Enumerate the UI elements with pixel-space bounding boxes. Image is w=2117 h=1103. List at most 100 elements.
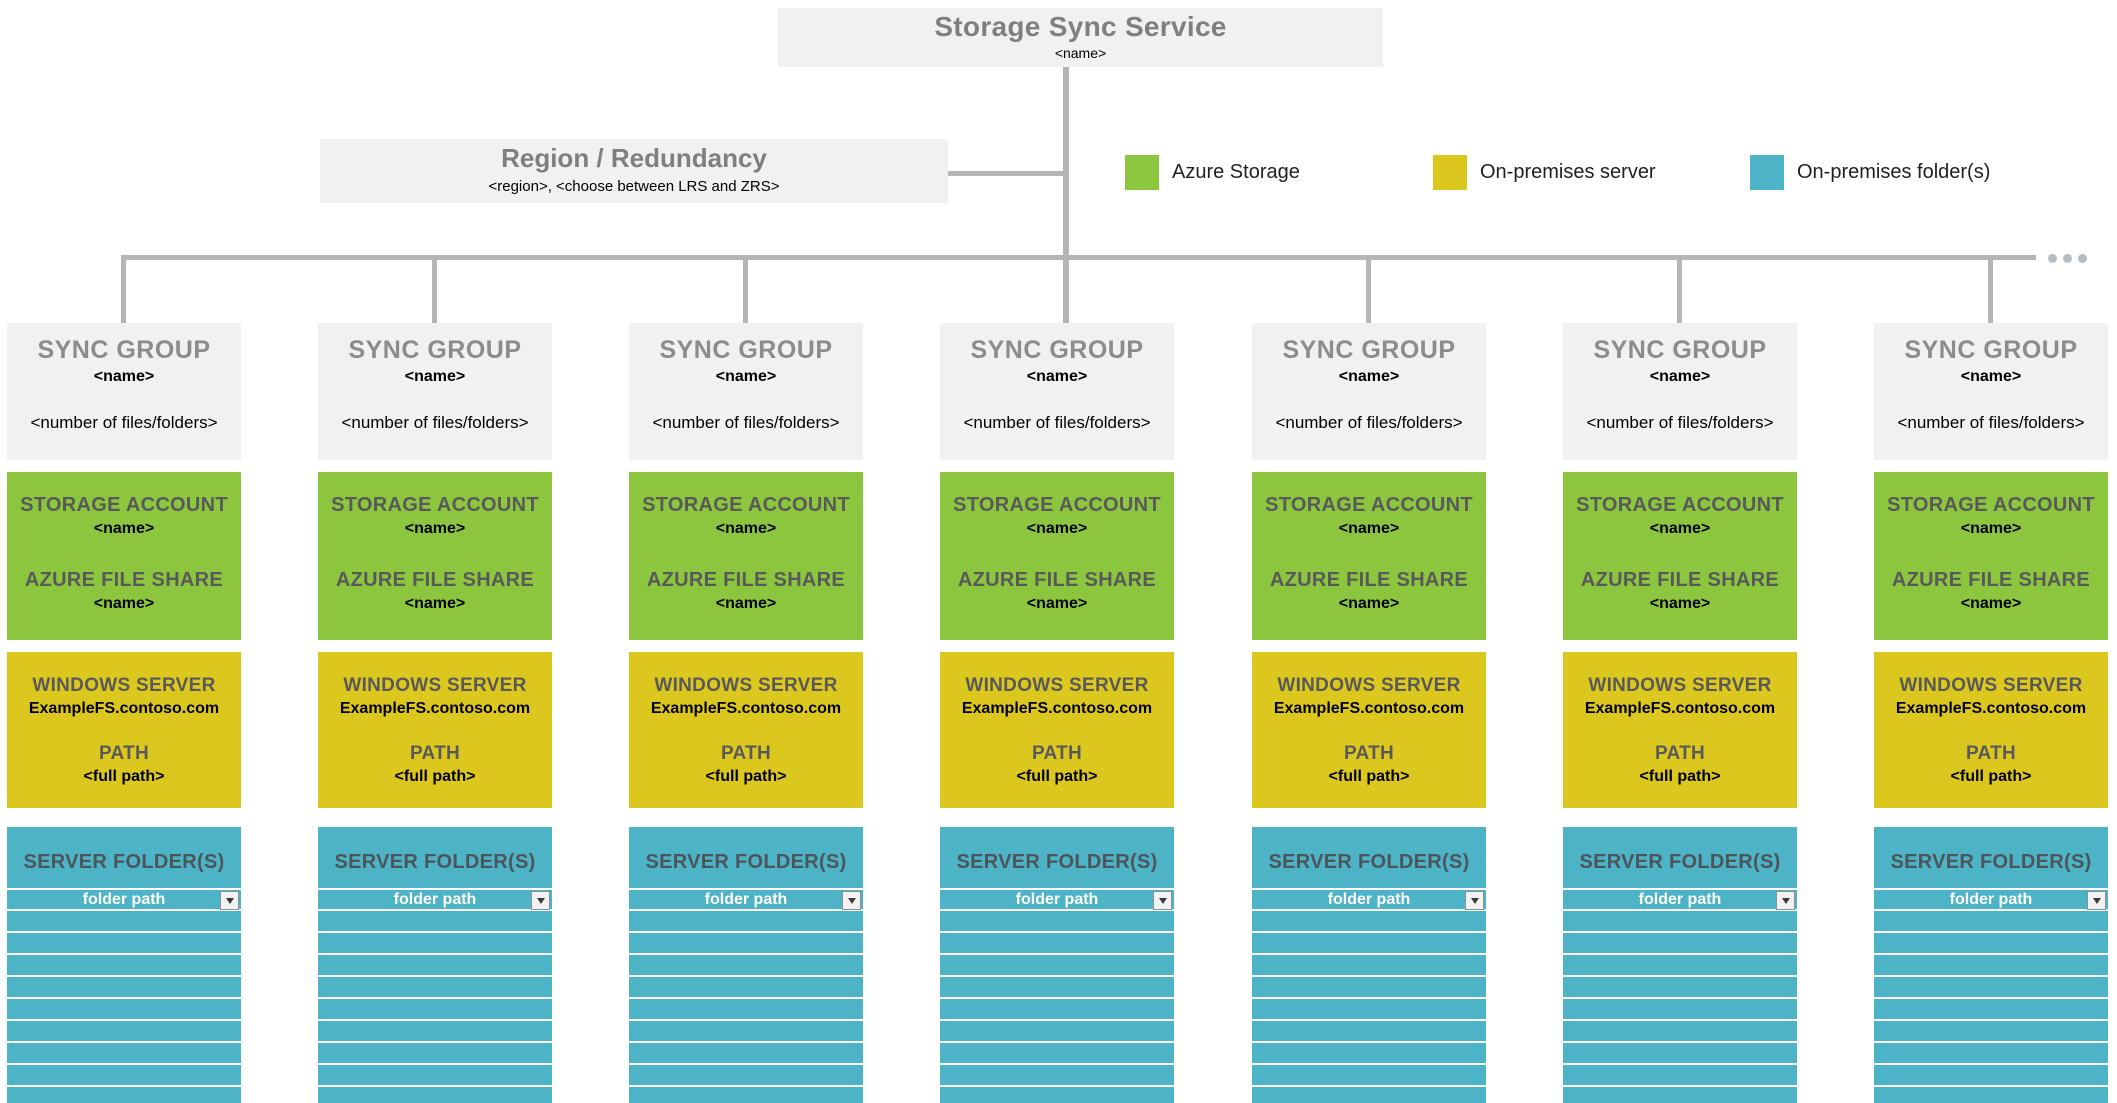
azure-storage-box: STORAGE ACCOUNT <name> AZURE FILE SHARE … xyxy=(629,472,863,640)
folder-path-header-cell[interactable]: folder path xyxy=(1252,888,1486,911)
folder-path-header-cell[interactable]: folder path xyxy=(1874,888,2108,911)
folder-row-cell[interactable] xyxy=(318,911,552,933)
folder-row-cell[interactable] xyxy=(318,955,552,977)
folder-row-cell[interactable] xyxy=(940,977,1174,999)
folder-row-cell[interactable] xyxy=(7,1021,241,1043)
folder-path-header-cell[interactable]: folder path xyxy=(1563,888,1797,911)
sync-group-name: <name> xyxy=(1026,368,1088,385)
folder-row-cell[interactable] xyxy=(318,999,552,1021)
server-folders-box: SERVER FOLDER(S) folder path xyxy=(318,827,552,1103)
folder-row-cell[interactable] xyxy=(629,1043,863,1065)
folder-row-cell[interactable] xyxy=(1252,1021,1486,1043)
folder-row-cell[interactable] xyxy=(7,911,241,933)
folder-row-cell[interactable] xyxy=(1563,911,1797,933)
folder-row-cell[interactable] xyxy=(1874,999,2108,1021)
folder-row-cell[interactable] xyxy=(629,933,863,955)
folder-row-cell[interactable] xyxy=(1563,1065,1797,1087)
folder-row-cell[interactable] xyxy=(1874,1065,2108,1087)
dropdown-arrow-icon xyxy=(225,897,234,904)
folder-row-cell[interactable] xyxy=(1874,1021,2108,1043)
folder-row-cell[interactable] xyxy=(1563,977,1797,999)
folder-path-dropdown-button[interactable] xyxy=(2087,891,2106,910)
folder-path-label: folder path xyxy=(704,890,788,908)
service-trunk-connector-line xyxy=(1063,67,1069,323)
folder-row-cell[interactable] xyxy=(940,999,1174,1021)
folder-path-label: folder path xyxy=(82,890,166,908)
folder-row-cell[interactable] xyxy=(7,1065,241,1087)
folder-row-cell[interactable] xyxy=(1563,1021,1797,1043)
storage-account-label: STORAGE ACCOUNT xyxy=(1265,494,1473,516)
folder-row-cell[interactable] xyxy=(1874,1043,2108,1065)
storage-account-label: STORAGE ACCOUNT xyxy=(1887,494,2095,516)
folder-path-dropdown-button[interactable] xyxy=(1465,891,1484,910)
folder-path-dropdown-button[interactable] xyxy=(220,891,239,910)
folder-row-cell[interactable] xyxy=(1563,955,1797,977)
folder-row-cell[interactable] xyxy=(7,955,241,977)
folder-row-cell[interactable] xyxy=(318,1065,552,1087)
folder-row-cell[interactable] xyxy=(940,1021,1174,1043)
sync-group-header-box: SYNC GROUP <name> <number of files/folde… xyxy=(629,323,863,460)
azure-file-share-label: AZURE FILE SHARE xyxy=(24,569,224,591)
folder-row-cell[interactable] xyxy=(318,933,552,955)
azure-file-share-name: <name> xyxy=(1338,595,1400,612)
azure-storage-box: STORAGE ACCOUNT <name> AZURE FILE SHARE … xyxy=(318,472,552,640)
folder-path-dropdown-button[interactable] xyxy=(1776,891,1795,910)
folder-row-cell[interactable] xyxy=(629,955,863,977)
folder-row-cell[interactable] xyxy=(940,1043,1174,1065)
ellipsis-dot xyxy=(2063,254,2072,263)
folder-row-cell[interactable] xyxy=(629,1021,863,1043)
folder-path-header-cell[interactable]: folder path xyxy=(940,888,1174,911)
windows-server-name: ExampleFS.contoso.com xyxy=(339,700,531,717)
folder-row-cell[interactable] xyxy=(629,999,863,1021)
folder-row-cell[interactable] xyxy=(318,1021,552,1043)
storage-account-label: STORAGE ACCOUNT xyxy=(953,494,1161,516)
folder-row-cell[interactable] xyxy=(1252,1043,1486,1065)
folder-row-cell[interactable] xyxy=(1874,911,2108,933)
server-folders-box: SERVER FOLDER(S) folder path xyxy=(629,827,863,1103)
folder-path-header-cell[interactable]: folder path xyxy=(629,888,863,911)
folder-row-cell[interactable] xyxy=(629,1065,863,1087)
sync-group-file-count: <number of files/folders> xyxy=(30,413,218,432)
server-folders-header: SERVER FOLDER(S) xyxy=(1874,827,2108,888)
folder-path-dropdown-button[interactable] xyxy=(531,891,550,910)
legend-item-azure-storage: Azure Storage xyxy=(1125,155,1300,190)
folder-row-cell[interactable] xyxy=(1252,1065,1486,1087)
folder-path-dropdown-button[interactable] xyxy=(842,891,861,910)
folder-row-cell[interactable] xyxy=(1874,955,2108,977)
path-value: <full path> xyxy=(1639,768,1721,785)
folder-row-cell[interactable] xyxy=(1252,999,1486,1021)
server-folders-label: SERVER FOLDER(S) xyxy=(334,851,536,873)
folder-row-cell[interactable] xyxy=(629,911,863,933)
folder-row-cell[interactable] xyxy=(1874,933,2108,955)
folder-path-header-cell[interactable]: folder path xyxy=(318,888,552,911)
folder-row-cell[interactable] xyxy=(940,1065,1174,1087)
folder-row-cell[interactable] xyxy=(940,911,1174,933)
folder-row-cell[interactable] xyxy=(1563,1043,1797,1065)
folder-row-cell[interactable] xyxy=(1252,911,1486,933)
folder-path-header-cell[interactable]: folder path xyxy=(7,888,241,911)
folder-row-cell[interactable] xyxy=(318,1043,552,1065)
sync-group-connector-line xyxy=(121,255,126,324)
azure-storage-box: STORAGE ACCOUNT <name> AZURE FILE SHARE … xyxy=(1563,472,1797,640)
folder-row-cell[interactable] xyxy=(7,933,241,955)
folder-row-cell[interactable] xyxy=(940,933,1174,955)
folder-row-cell[interactable] xyxy=(318,977,552,999)
server-folders-label: SERVER FOLDER(S) xyxy=(645,851,847,873)
folder-row-cell[interactable] xyxy=(1563,933,1797,955)
folder-row-cell[interactable] xyxy=(940,955,1174,977)
folder-row-cell[interactable] xyxy=(1874,977,2108,999)
sync-group-name: <name> xyxy=(715,368,777,385)
folder-row-cell[interactable] xyxy=(7,1043,241,1065)
folder-row-cell[interactable] xyxy=(1563,999,1797,1021)
on-premises-server-box: WINDOWS SERVER ExampleFS.contoso.com PAT… xyxy=(629,652,863,808)
folder-row-cell[interactable] xyxy=(7,977,241,999)
folder-row-cell[interactable] xyxy=(1252,933,1486,955)
folder-row-cell[interactable] xyxy=(7,999,241,1021)
folder-row-cell[interactable] xyxy=(629,977,863,999)
folder-row-cell[interactable] xyxy=(1252,977,1486,999)
folder-row-cell[interactable] xyxy=(1252,955,1486,977)
azure-file-share-label: AZURE FILE SHARE xyxy=(957,569,1157,591)
folder-path-dropdown-button[interactable] xyxy=(1153,891,1172,910)
sync-group-column: SYNC GROUP <name> <number of files/folde… xyxy=(1252,255,1486,1103)
server-folders-label: SERVER FOLDER(S) xyxy=(956,851,1158,873)
